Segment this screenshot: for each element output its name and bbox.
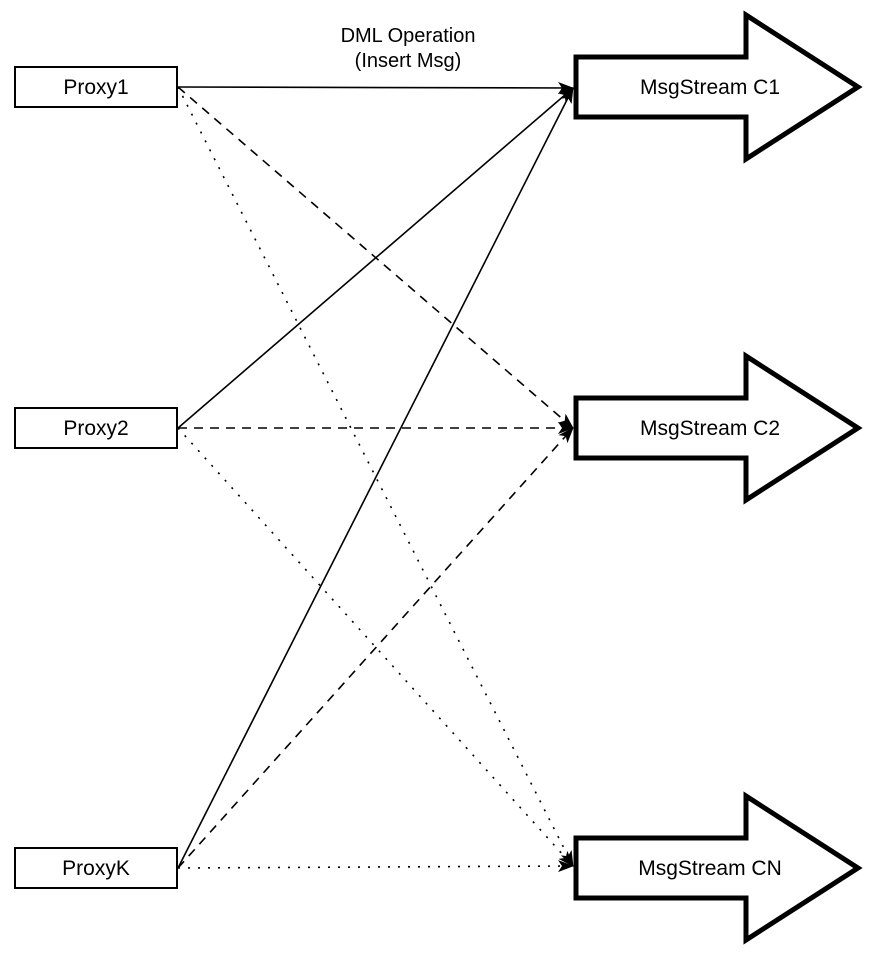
node-proxy2: Proxy2 — [14, 407, 178, 449]
node-msgstream-c2: MsgStream C2 — [573, 351, 863, 505]
node-proxy1: Proxy1 — [14, 66, 178, 108]
proxy2-label: Proxy2 — [63, 417, 128, 440]
msgstream-c1-label: MsgStream C1 — [640, 76, 780, 99]
proxy1-label: Proxy1 — [63, 76, 128, 99]
proxy2-rect — [14, 407, 178, 449]
node-proxyk: ProxyK — [14, 847, 178, 889]
edge-proxy2-cn — [177, 427, 574, 867]
msgstream-c1-arrow-shape — [573, 10, 863, 164]
proxyk-label: ProxyK — [62, 857, 130, 880]
edges-layer — [177, 81, 574, 873]
edge-proxyk-cn — [177, 860, 574, 873]
node-msgstream-c1: MsgStream C1 — [573, 10, 863, 164]
msgstream-c2-arrow-shape — [573, 351, 863, 505]
proxyk-rect — [14, 847, 178, 889]
msgstream-cn-arrow-shape — [573, 791, 863, 945]
node-msgstream-cn: MsgStream CN — [573, 791, 863, 945]
msgstream-cn-label: MsgStream CN — [638, 857, 782, 880]
edge-proxyk-c1 — [177, 87, 574, 869]
edge-label-line2: (Insert Msg) — [355, 50, 462, 72]
edge-proxyk-c2 — [177, 427, 574, 869]
edge-proxy1-c1 — [177, 81, 574, 94]
msgstream-c2-label: MsgStream C2 — [640, 417, 780, 440]
edge-label-line1: DML Operation — [341, 25, 476, 47]
edge-proxy1-c2 — [177, 86, 574, 429]
proxy1-rect — [14, 66, 178, 108]
